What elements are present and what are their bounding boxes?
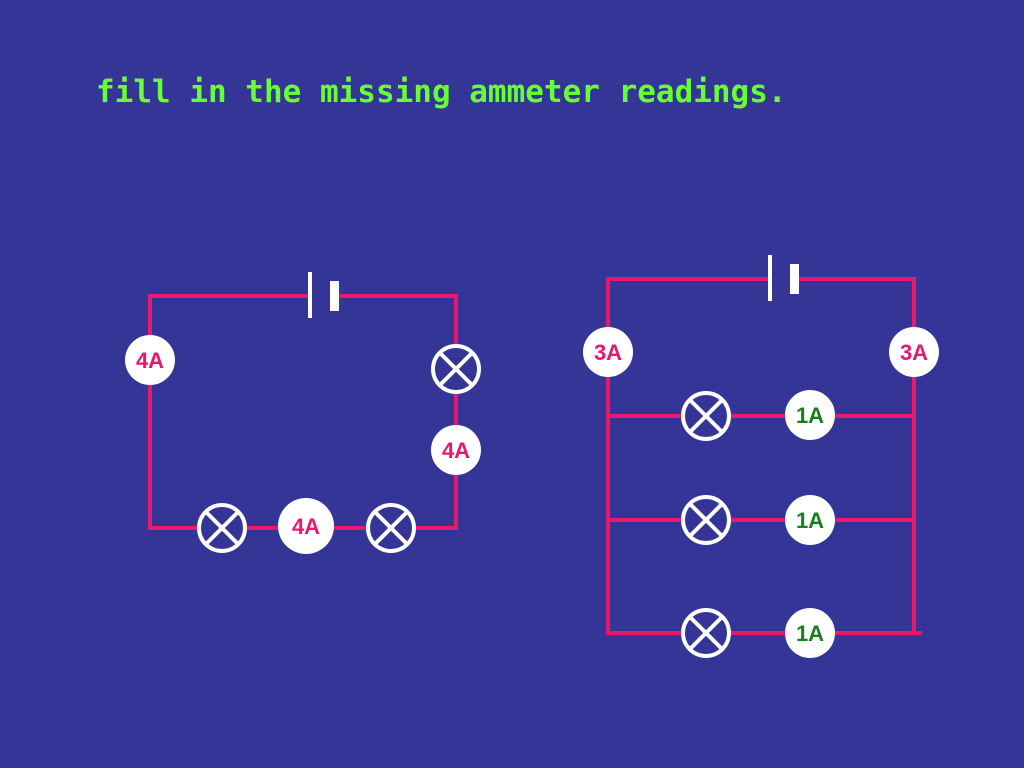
- series-cell: [308, 272, 339, 318]
- series-circuit: 4A 4A 4A: [125, 272, 481, 554]
- parallel-ammeter-right-reading: 3A: [900, 340, 928, 365]
- series-lamp-bottom-left: [197, 503, 247, 553]
- parallel-ammeter-branch-1: 1A: [785, 390, 835, 440]
- series-ammeter-left: 4A: [125, 335, 175, 385]
- series-ammeter-right-reading: 4A: [442, 438, 470, 463]
- series-wires: [148, 294, 458, 530]
- parallel-ammeter-branch-1-reading: 1A: [796, 403, 824, 428]
- parallel-lamp-branch-2: [681, 495, 731, 545]
- parallel-ammeter-left-reading: 3A: [594, 340, 622, 365]
- series-ammeter-bottom-reading: 4A: [292, 514, 320, 539]
- parallel-ammeter-left: 3A: [583, 327, 633, 377]
- series-ammeter-left-reading: 4A: [136, 348, 164, 373]
- parallel-ammeter-branch-2: 1A: [785, 495, 835, 545]
- parallel-ammeter-right: 3A: [889, 327, 939, 377]
- parallel-ammeter-branch-3-reading: 1A: [796, 621, 824, 646]
- parallel-circuit: 3A 3A 1A 1A 1A: [583, 255, 939, 658]
- series-ammeter-bottom: 4A: [278, 498, 334, 554]
- parallel-wires: [606, 277, 922, 635]
- parallel-cell: [768, 255, 799, 301]
- parallel-ammeter-branch-3: 1A: [785, 608, 835, 658]
- series-lamp-right: [431, 344, 481, 394]
- parallel-ammeter-branch-2-reading: 1A: [796, 508, 824, 533]
- parallel-lamp-branch-3: [681, 608, 731, 658]
- series-lamp-bottom-right: [366, 503, 416, 553]
- series-ammeter-right: 4A: [431, 425, 481, 475]
- slide-title: fill in the missing ammeter readings.: [96, 74, 787, 110]
- parallel-lamp-branch-1: [681, 391, 731, 441]
